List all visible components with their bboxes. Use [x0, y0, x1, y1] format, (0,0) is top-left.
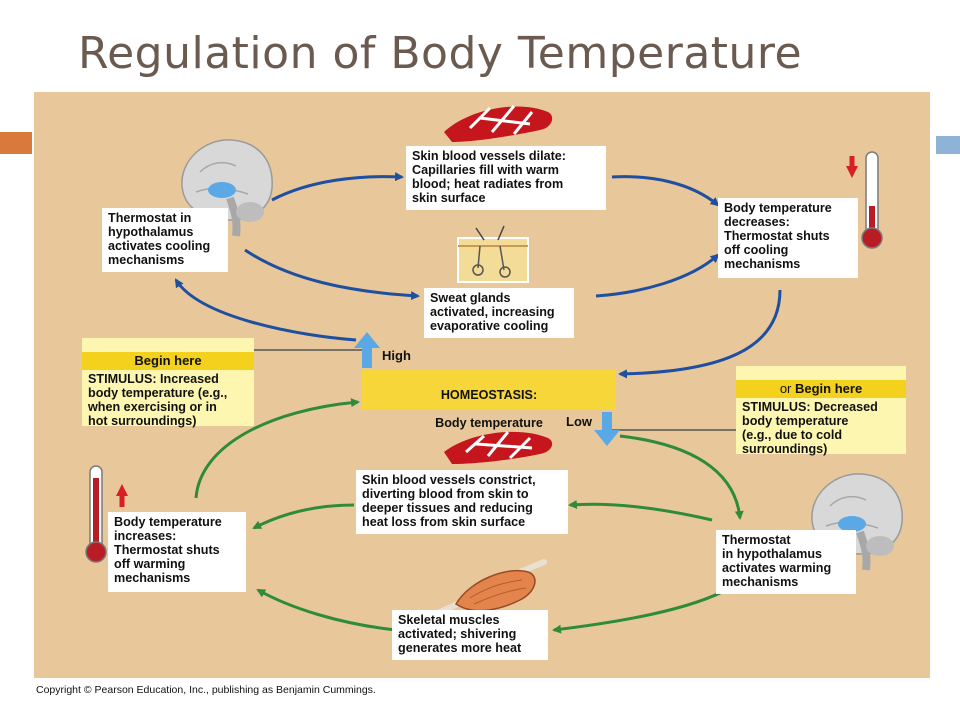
skeletal-muscles-box: Skeletal muscles activated; shivering ge…: [392, 610, 548, 660]
arrow-homeostasis-low-to-thermostat-warming: [619, 434, 744, 520]
begin-here-low-prefix: or: [779, 381, 795, 396]
skin-vessels-dilate-box: Skin blood vessels dilate: Capillaries f…: [406, 146, 606, 210]
temp-increases-box: Body temperature increases: Thermostat s…: [108, 512, 246, 592]
begin-here-low-header: or Begin here: [736, 380, 906, 398]
arrow-brain-to-sweat: [244, 248, 420, 301]
homeostasis-title: HOMEOSTASIS:: [440, 388, 538, 402]
thermometer-down-icon: [846, 151, 883, 249]
begin-here-high-header: Begin here: [82, 352, 254, 370]
accent-bar-right: [936, 136, 960, 154]
homeostasis-subtitle: Body temperature: [435, 416, 543, 430]
thermostat-warming-box: Thermostat in hypothalamus activates war…: [716, 530, 856, 594]
slide-title: Regulation of Body Temperature: [78, 28, 803, 79]
arrow-temp-decrease-to-homeostasis: [618, 289, 782, 379]
skeletal-muscle-icon: [437, 559, 547, 615]
arrow-temp-increase-to-homeostasis: [194, 398, 360, 499]
arrow-brain-to-skin-dilate: [271, 172, 404, 202]
arrow-thermostat-warming-to-muscles: [552, 586, 731, 634]
accent-bar-left: [0, 132, 32, 154]
copyright-text: Copyright © Pearson Education, Inc., pub…: [36, 684, 376, 696]
low-label: Low: [566, 414, 592, 429]
skin-vessels-constrict-box: Skin blood vessels constrict, diverting …: [356, 470, 568, 534]
arrow-skin-constrict-to-temp-increase: [252, 503, 355, 530]
high-arrow-icon: [354, 332, 380, 368]
homeostasis-box: HOMEOSTASIS: Body temperature: [362, 370, 616, 430]
arrow-high-to-brain: [174, 278, 357, 342]
stimulus-increased-text: STIMULUS: Increased body temperature (e.…: [88, 372, 228, 428]
thermometer-up-icon: [85, 465, 128, 563]
arrow-muscles-to-temp-increase: [256, 588, 397, 632]
arrow-skin-dilate-to-temp-decrease: [611, 175, 720, 207]
sweat-gland-icon: [457, 225, 529, 283]
stimulus-decreased-text: STIMULUS: Decreased body temperature (e.…: [742, 400, 878, 456]
low-arrow-icon: [594, 412, 620, 446]
high-label: High: [382, 348, 411, 363]
constricted-vessels-icon: [444, 431, 553, 464]
thermostat-cooling-box: Thermostat in hypothalamus activates coo…: [102, 208, 228, 272]
begin-here-low-label: Begin here: [794, 381, 863, 396]
temp-decreases-box: Body temperature decreases: Thermostat s…: [718, 198, 858, 278]
arrow-thermostat-warming-to-skin-constrict: [568, 499, 713, 522]
arrow-sweat-to-temp-decrease: [595, 253, 720, 298]
dilated-vessels-icon: [444, 105, 553, 142]
sweat-glands-box: Sweat glands activated, increasing evapo…: [424, 288, 574, 338]
